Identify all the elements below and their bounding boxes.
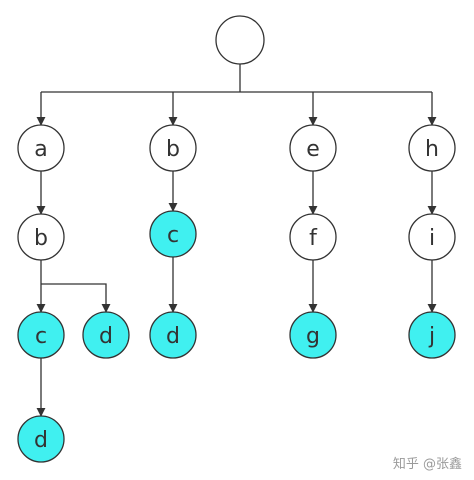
node-label: e (306, 137, 320, 162)
nodes: a b c d d b c d e f g h i j (17, 15, 456, 463)
node-circle (289, 213, 337, 261)
node-h: h (408, 124, 456, 172)
node-g: g (289, 311, 337, 359)
node-label: a (34, 137, 47, 162)
node-circle (408, 213, 456, 261)
watermark: 知乎 @张鑫 (392, 457, 462, 472)
node-label: j (428, 324, 435, 349)
node-circle (408, 311, 456, 359)
node-label: d (166, 324, 180, 349)
node-root (215, 15, 265, 65)
node-d_side: d (82, 311, 130, 359)
node-circle (149, 210, 197, 258)
node-circle (149, 311, 197, 359)
node-d2: d (149, 311, 197, 359)
node-b1: b (17, 213, 65, 261)
node-b2: b (149, 124, 197, 172)
node-label: c (167, 223, 179, 248)
node-d1: d (17, 415, 65, 463)
node-circle (17, 124, 65, 172)
node-circle (17, 311, 65, 359)
edges (36, 64, 437, 417)
node-label: g (306, 324, 320, 349)
node-f: f (289, 213, 337, 261)
node-label: i (429, 226, 435, 251)
node-c1: c (17, 311, 65, 359)
node-circle (215, 15, 265, 65)
node-label: d (34, 428, 48, 453)
node-circle (149, 124, 197, 172)
node-circle (289, 124, 337, 172)
node-a: a (17, 124, 65, 172)
node-label: c (35, 324, 47, 349)
node-j: j (408, 311, 456, 359)
node-circle (408, 124, 456, 172)
node-circle (289, 311, 337, 359)
edge-b1-d_side (41, 283, 111, 313)
node-i: i (408, 213, 456, 261)
node-circle (17, 415, 65, 463)
node-circle (17, 213, 65, 261)
node-label: b (166, 137, 180, 162)
node-label: f (309, 226, 318, 251)
node-e: e (289, 124, 337, 172)
node-c2: c (149, 210, 197, 258)
node-circle (82, 311, 130, 359)
node-label: d (99, 324, 113, 349)
node-label: h (425, 137, 439, 162)
node-label: b (34, 226, 48, 251)
